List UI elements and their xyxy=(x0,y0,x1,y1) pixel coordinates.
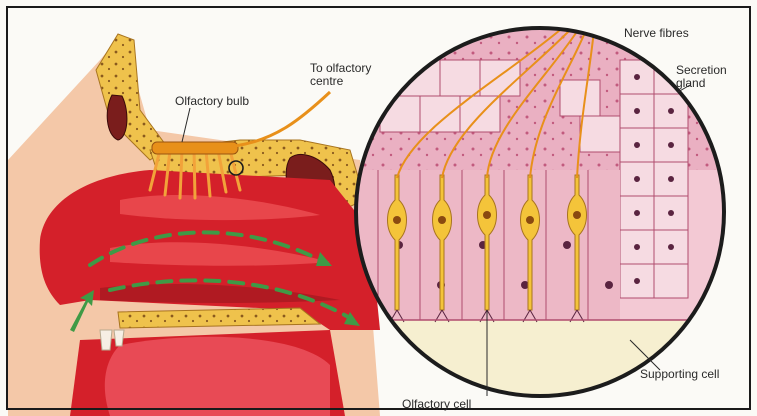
label-nerve-fibres: Nerve fibres xyxy=(624,27,689,40)
label-olfactory-cell: Olfactory cell xyxy=(402,398,471,411)
label-olfactory-bulb: Olfactory bulb xyxy=(175,95,249,108)
label-secretion-gland: Secretion gland xyxy=(676,64,727,90)
label-to-olfactory-centre: To olfactory centre xyxy=(310,62,371,88)
label-supporting-cell: Supporting cell xyxy=(640,368,719,381)
diagram-frame xyxy=(6,6,751,410)
